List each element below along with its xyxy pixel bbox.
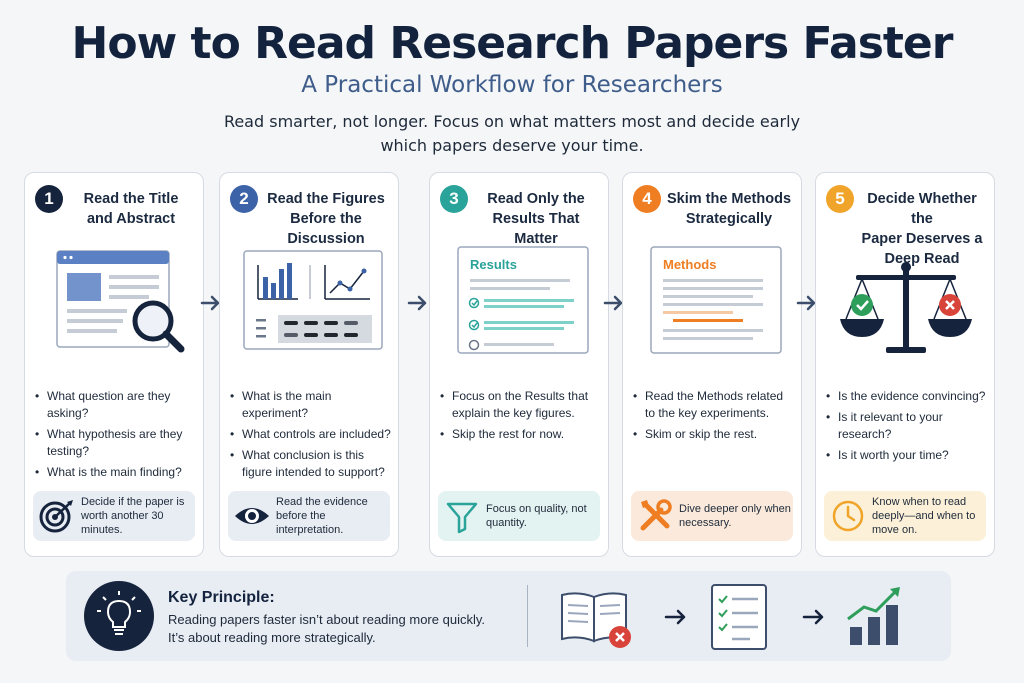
tools-icon <box>640 499 672 531</box>
list-item: Is it worth your time? <box>826 447 988 464</box>
step-title: Read the Figures Before the Discussion <box>267 191 385 247</box>
list-item: What is the main experiment? <box>230 388 392 422</box>
list-item: Read the Methods related to the key expe… <box>633 388 795 422</box>
step-tip: Focus on quality, not quantity. <box>438 491 600 541</box>
step-questions: What question are they asking? What hypo… <box>35 388 197 485</box>
page-title: How to Read Research Papers Faster <box>71 18 954 69</box>
eye-icon <box>235 508 269 524</box>
divider <box>527 585 528 647</box>
step-tip: Dive deeper only when necessary. <box>631 491 793 541</box>
principle-text: Reading papers faster isn’t about readin… <box>168 612 485 645</box>
list-item: Skip the rest for now. <box>440 426 602 443</box>
step-number-badge: 2 <box>230 185 258 213</box>
step-number-badge: 1 <box>35 185 63 213</box>
step-title: Decide Whether the Paper Deserves a Deep… <box>861 191 983 267</box>
target-icon <box>39 500 73 533</box>
arrow-right-icon <box>664 609 686 625</box>
open-book-cross-icon <box>561 592 631 648</box>
step-card-5: 5 Decide Whether the Paper Deserves a De… <box>815 172 995 557</box>
results-checklist-illustration: Results <box>457 246 589 354</box>
methods-document-illustration: Methods <box>650 246 782 354</box>
list-item: Is the evidence convincing? <box>826 388 988 405</box>
step-questions: What is the main experiment? What contro… <box>230 388 392 485</box>
step-tip: Decide if the paper is worth another 30 … <box>33 491 195 541</box>
balance-scale-illustration <box>840 262 972 353</box>
step-tip: Know when to read deeply—and when to mov… <box>824 491 986 541</box>
intro-text: Read smarter, not longer. Focus on what … <box>223 112 801 155</box>
list-item: Focus on the Results that explain the ke… <box>440 388 602 422</box>
figures-panel-illustration <box>243 250 383 350</box>
methods-label: Methods <box>663 257 716 272</box>
growth-chart-icon <box>847 587 900 645</box>
list-item: Skim or skip the rest. <box>633 426 795 443</box>
step-title: Read Only the Results That Matter <box>487 191 585 247</box>
step-card-2: 2 Read the Figures Before the Discussion… <box>219 172 399 557</box>
arrow-right-icon <box>200 295 220 311</box>
arrow-right-icon <box>603 295 623 311</box>
list-item: What conclusion is this figure intended … <box>230 447 392 481</box>
arrow-right-icon <box>802 609 824 625</box>
step-number-badge: 5 <box>826 185 854 213</box>
principle-title: Key Principle: <box>168 589 275 606</box>
step-card-3: 3 Read Only the Results That Matter Resu… <box>429 172 609 557</box>
step-title: Skim the Methods Strategically <box>666 191 792 227</box>
step-number-badge: 3 <box>440 185 468 213</box>
step-number-badge: 4 <box>633 185 661 213</box>
step-questions: Read the Methods related to the key expe… <box>633 388 795 447</box>
list-item: What question are they asking? <box>35 388 197 422</box>
list-item: What hypothesis are they testing? <box>35 426 197 460</box>
step-card-1: 1 Read the Title and Abstract What quest… <box>24 172 204 557</box>
list-item: What controls are included? <box>230 426 392 443</box>
list-item: What is the main finding? <box>35 464 197 481</box>
lightbulb-icon <box>84 581 154 651</box>
results-label: Results <box>470 257 517 272</box>
step-card-4: 4 Skim the Methods Strategically Methods… <box>622 172 802 557</box>
arrow-right-icon <box>407 295 427 311</box>
step-questions: Focus on the Results that explain the ke… <box>440 388 602 447</box>
step-questions: Is the evidence convincing? Is it releva… <box>826 388 988 468</box>
checklist-icon <box>711 584 767 650</box>
key-principle-panel: Key Principle: Reading papers faster isn… <box>66 571 951 661</box>
step-title: Read the Title and Abstract <box>83 191 179 227</box>
list-item: Is it relevant to your research? <box>826 409 988 443</box>
funnel-icon <box>446 502 478 534</box>
document-magnifier-illustration <box>56 250 185 353</box>
clock-icon <box>832 500 864 532</box>
page-subtitle: A Practical Workflow for Researchers <box>301 72 723 98</box>
step-tip: Read the evidence before the interpretat… <box>228 491 390 541</box>
arrow-right-icon <box>796 295 816 311</box>
